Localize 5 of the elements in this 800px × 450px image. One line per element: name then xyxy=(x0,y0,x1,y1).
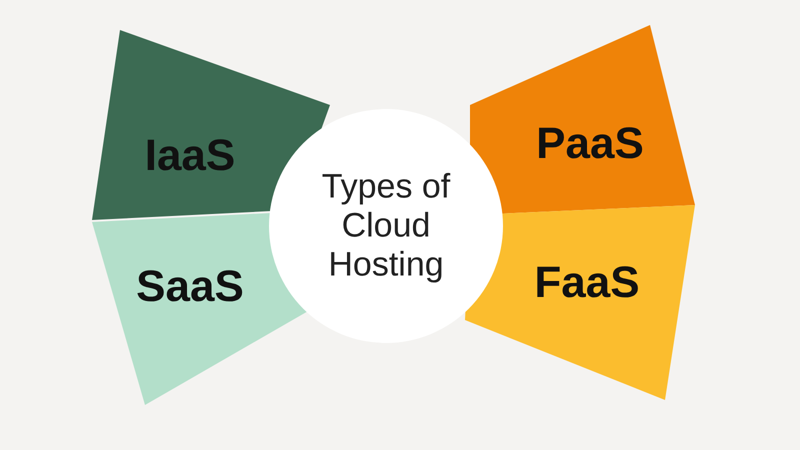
segment-label: SaaS xyxy=(135,265,245,309)
diagram-title-text: Types of Cloud Hosting xyxy=(320,167,452,285)
segment-label: FaaS xyxy=(533,261,641,305)
segment-label: PaaS xyxy=(535,122,645,166)
segment-label: IaaS xyxy=(144,134,236,178)
